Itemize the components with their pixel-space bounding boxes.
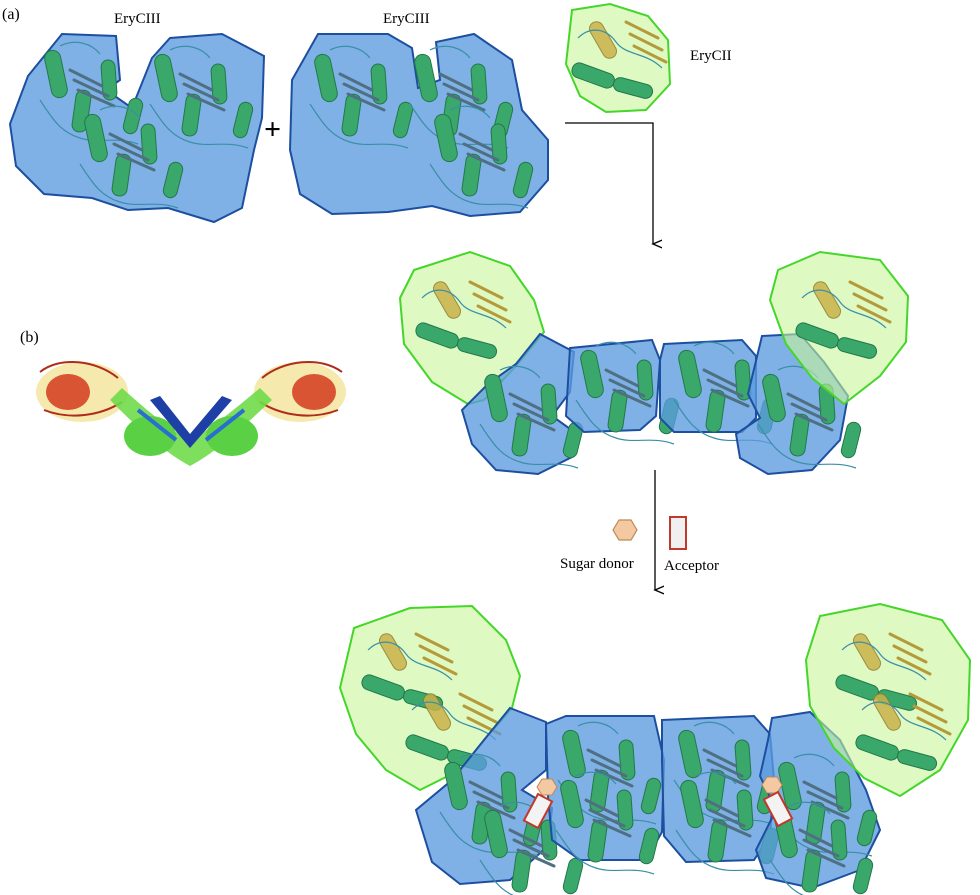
bound-acceptor-right	[762, 790, 794, 828]
assembly-arrow	[565, 122, 653, 244]
complex-bottom	[338, 602, 972, 895]
panel-label-b: (b)	[20, 329, 39, 346]
erycIII-label-right: EryCIII	[383, 11, 430, 27]
acceptor-icon	[669, 516, 687, 550]
erycIII-monomer-right	[288, 32, 549, 218]
erycII-label: EryCII	[690, 48, 732, 64]
erycIII-label-left: EryCIII	[114, 11, 161, 27]
bound-sugar-donor-left	[536, 778, 558, 796]
crystal-structure-ribbon	[36, 361, 346, 466]
sugar-donor-label: Sugar donor	[560, 556, 634, 572]
erycIII-monomer-left	[8, 32, 266, 224]
sugar-donor-icon	[612, 519, 638, 541]
bound-acceptor-left	[522, 792, 554, 830]
complex-middle	[398, 250, 910, 476]
panel-label-a: (a)	[2, 6, 20, 23]
erycII-monomer	[564, 2, 672, 114]
plus-sign: +	[264, 113, 281, 146]
bound-sugar-donor-right	[761, 776, 783, 794]
acceptor-label: Acceptor	[664, 558, 719, 574]
